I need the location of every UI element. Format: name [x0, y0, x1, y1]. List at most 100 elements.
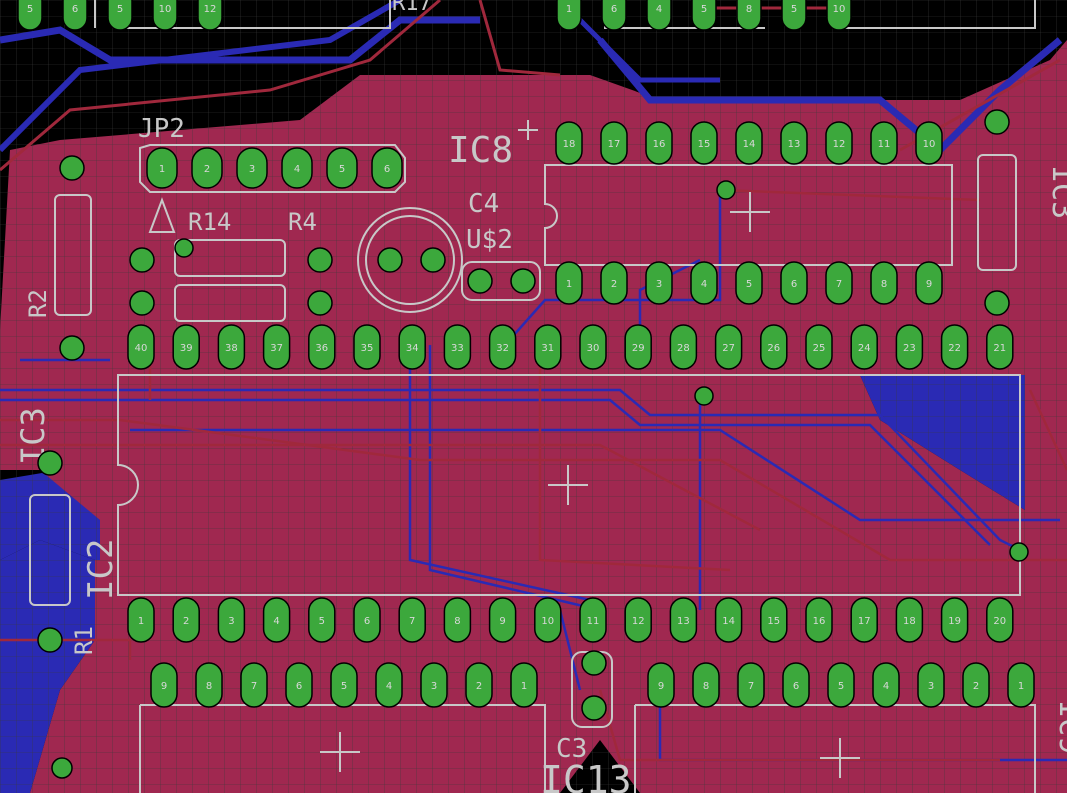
pad-number: 3	[656, 279, 662, 290]
pad-number: 19	[948, 616, 961, 627]
pad	[986, 597, 1014, 643]
pad	[62, 0, 88, 31]
pad	[760, 597, 788, 643]
pad-number: 6	[364, 616, 370, 627]
pad	[760, 324, 788, 370]
pad-number: 13	[677, 616, 690, 627]
pad	[827, 662, 855, 708]
pad-number: 24	[858, 343, 871, 354]
pad-number: 40	[135, 343, 148, 354]
pad-number: 1	[138, 616, 144, 627]
pad	[915, 261, 943, 305]
pad-number: 32	[496, 343, 509, 354]
pad-number: 20	[993, 616, 1006, 627]
label-r1: R1	[70, 626, 98, 655]
pad	[217, 597, 246, 643]
pad-number: 9	[658, 681, 664, 692]
pad-number: 3	[249, 164, 255, 175]
pad	[236, 147, 268, 189]
pad	[217, 324, 246, 370]
pad	[308, 597, 336, 643]
label-ic2: IC2	[81, 539, 121, 600]
pad	[826, 0, 852, 31]
pad	[262, 597, 291, 643]
pad	[600, 121, 628, 165]
pad-number: 1	[566, 279, 572, 290]
pad	[371, 147, 403, 189]
pad	[107, 0, 133, 31]
pad-number: 16	[813, 616, 826, 627]
pad	[735, 121, 763, 165]
label-ic13: IC13	[540, 758, 632, 793]
pad-number: 10	[833, 4, 846, 15]
pad	[510, 662, 538, 708]
silkscreen-labels: JP2 R14 R4 R2 IC8 C4 U$2 IC3 IC3 IC2 R1 …	[14, 0, 1067, 793]
pad-number: 1	[521, 681, 527, 692]
pad-number: 9	[161, 681, 167, 692]
pad-number: 23	[903, 343, 916, 354]
pad	[353, 324, 381, 370]
pad	[555, 121, 583, 165]
pad-number: 21	[993, 343, 1006, 354]
pad	[805, 597, 833, 643]
pad-number: 6	[791, 279, 797, 290]
pad	[714, 324, 743, 370]
pad	[645, 261, 673, 305]
pad-number: 6	[384, 164, 390, 175]
pad	[646, 0, 672, 31]
pad	[579, 324, 607, 370]
pad-number: 6	[72, 4, 78, 15]
pad	[195, 662, 223, 708]
pad	[870, 121, 898, 165]
pad-number: 3	[228, 616, 234, 627]
pad-number: 6	[296, 681, 302, 692]
round-pads	[37, 109, 1029, 779]
pad-number: 2	[476, 681, 482, 692]
pad-number: 14	[743, 139, 756, 150]
pad-number: 18	[903, 616, 916, 627]
pad	[735, 261, 763, 305]
label-r4: R4	[288, 208, 317, 236]
label-jp2: JP2	[138, 114, 185, 144]
pad	[870, 261, 898, 305]
pad-number: 12	[632, 616, 645, 627]
pad-number: 5	[791, 4, 797, 15]
pad	[465, 662, 493, 708]
pad-number: 5	[701, 4, 707, 15]
pad-number: 35	[361, 343, 374, 354]
pad	[781, 0, 807, 31]
pad-number: 5	[746, 279, 752, 290]
pad	[17, 0, 43, 31]
pad	[850, 324, 878, 370]
pad-number: 5	[27, 4, 33, 15]
pad	[1007, 662, 1035, 708]
pad	[940, 324, 969, 370]
pad	[420, 662, 448, 708]
pad-number: 11	[587, 616, 600, 627]
pad	[600, 261, 628, 305]
pad	[534, 597, 562, 643]
pad	[690, 261, 718, 305]
pad-number: 33	[451, 343, 464, 354]
pad-number: 31	[541, 343, 554, 354]
pad	[579, 597, 607, 643]
pad	[737, 662, 765, 708]
pad	[555, 261, 583, 305]
pad	[714, 597, 743, 643]
pad-number: 17	[858, 616, 871, 627]
pad-number: 10	[159, 4, 172, 15]
pad	[146, 147, 178, 189]
pad-number: 27	[722, 343, 735, 354]
pad	[375, 662, 403, 708]
label-c4: C4	[468, 189, 499, 219]
pad-number: 3	[928, 681, 934, 692]
pad-number: 29	[632, 343, 645, 354]
pad-number: 4	[386, 681, 392, 692]
pad	[197, 0, 223, 31]
pad-number: 5	[339, 164, 345, 175]
